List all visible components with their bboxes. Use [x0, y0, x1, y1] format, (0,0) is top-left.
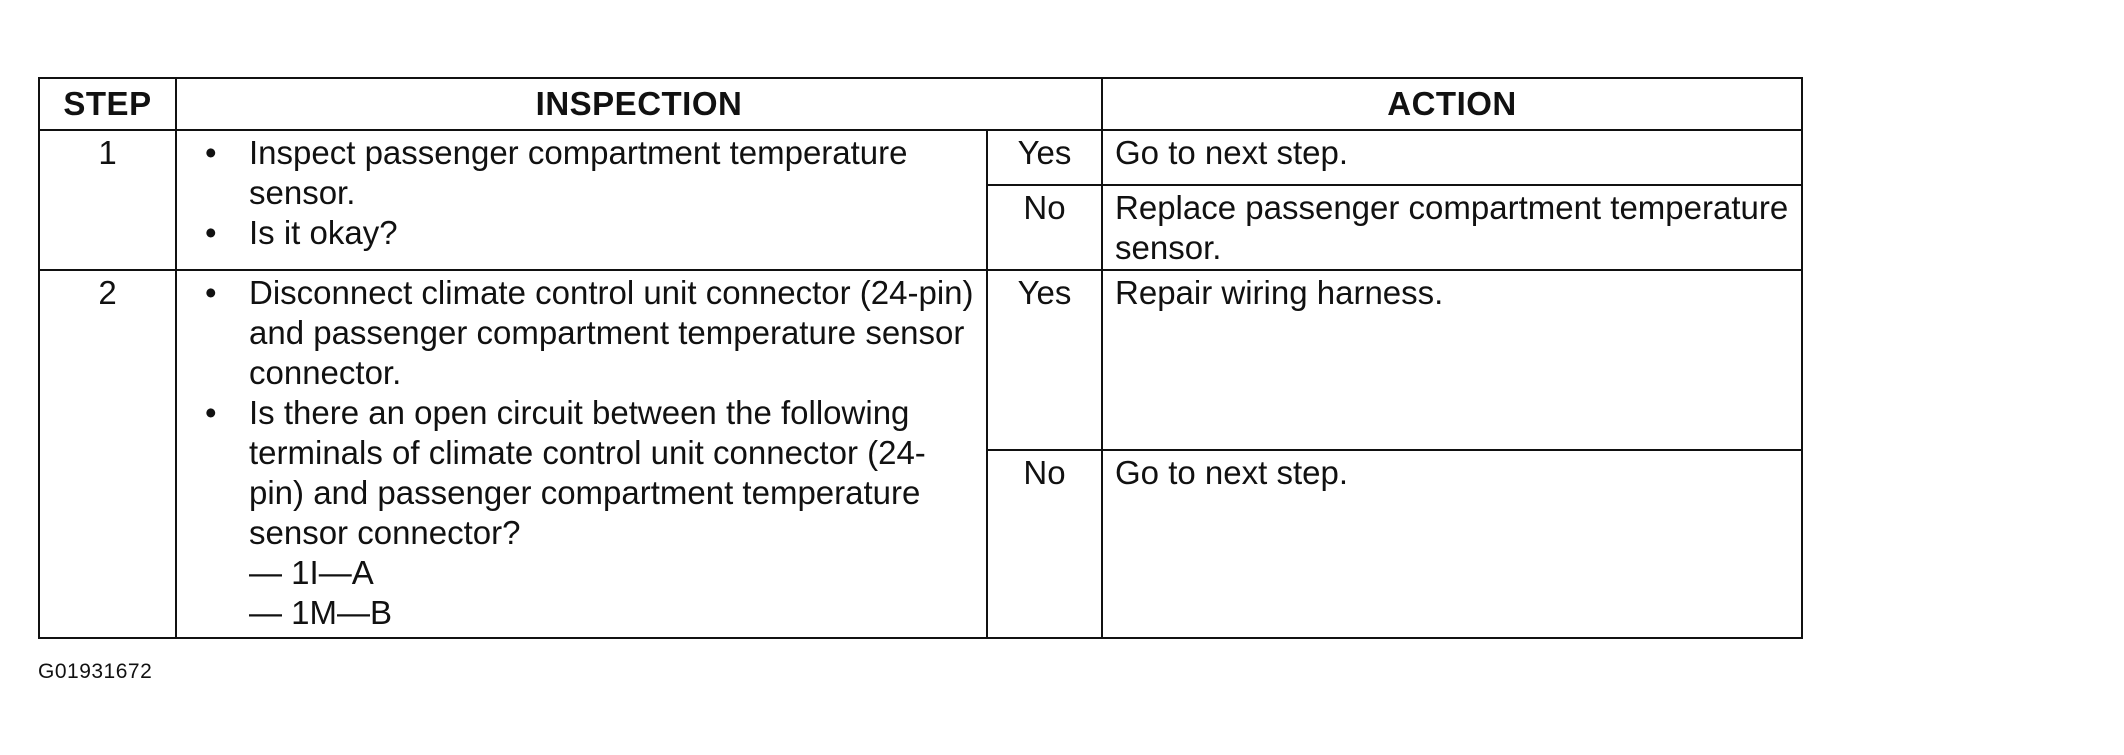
answer-no: No	[985, 449, 1104, 639]
action-text: Go to next step.	[1101, 449, 1804, 639]
bullet-icon: •	[205, 393, 217, 431]
inspection-item: • Is there an open circuit between the f…	[199, 393, 976, 553]
action-text: Repair wiring harness.	[1101, 268, 1804, 452]
terminal-list: — 1I—A — 1M—B	[199, 553, 976, 633]
diagnostic-table: STEP INSPECTION ACTION 1 • Inspect passe…	[38, 77, 1804, 640]
inspection-item: • Disconnect climate control unit connec…	[199, 273, 976, 393]
bullet-icon: •	[205, 273, 217, 311]
inspection-text: Disconnect climate control unit connecto…	[249, 273, 974, 391]
action-text: Go to next step.	[1101, 129, 1804, 186]
action-text: Replace passenger compartment temperatur…	[1101, 183, 1804, 271]
header-action: ACTION	[1101, 77, 1804, 131]
answer-no: No	[985, 183, 1104, 271]
inspection-item: • Is it okay?	[199, 213, 976, 253]
inspection-item: • Inspect passenger compartment temperat…	[199, 133, 976, 213]
table-row: No Replace passenger compartment tempera…	[39, 183, 1804, 271]
table-row: 1 • Inspect passenger compartment temper…	[38, 129, 1804, 271]
table-row: 2 • Disconnect climate control unit conn…	[38, 268, 1804, 640]
terminal-item: — 1M—B	[249, 593, 393, 631]
inspection-text: Is there an open circuit between the fol…	[249, 393, 926, 551]
step-number: 2	[38, 268, 177, 640]
step-number: 1	[38, 129, 177, 271]
inspection-cell: • Disconnect climate control unit connec…	[175, 268, 988, 640]
terminal-item: — 1I—A	[249, 553, 374, 591]
inspection-list: • Inspect passenger compartment temperat…	[199, 133, 976, 253]
table-row: No Go to next step.	[39, 449, 1804, 639]
header-step: STEP	[38, 77, 177, 131]
inspection-list: • Disconnect climate control unit connec…	[199, 273, 976, 553]
inspection-text: Is it okay?	[249, 214, 398, 251]
bullet-icon: •	[205, 214, 217, 251]
bullet-icon: •	[205, 134, 217, 171]
header-inspection: INSPECTION	[174, 77, 1104, 131]
figure-id: G01931672	[38, 660, 153, 683]
answer-yes: Yes	[985, 129, 1104, 186]
inspection-cell: • Inspect passenger compartment temperat…	[175, 129, 988, 271]
header-row: STEP INSPECTION ACTION	[38, 77, 1804, 131]
answer-yes: Yes	[985, 268, 1104, 452]
inspection-text: Inspect passenger compartment temperatur…	[249, 134, 908, 211]
